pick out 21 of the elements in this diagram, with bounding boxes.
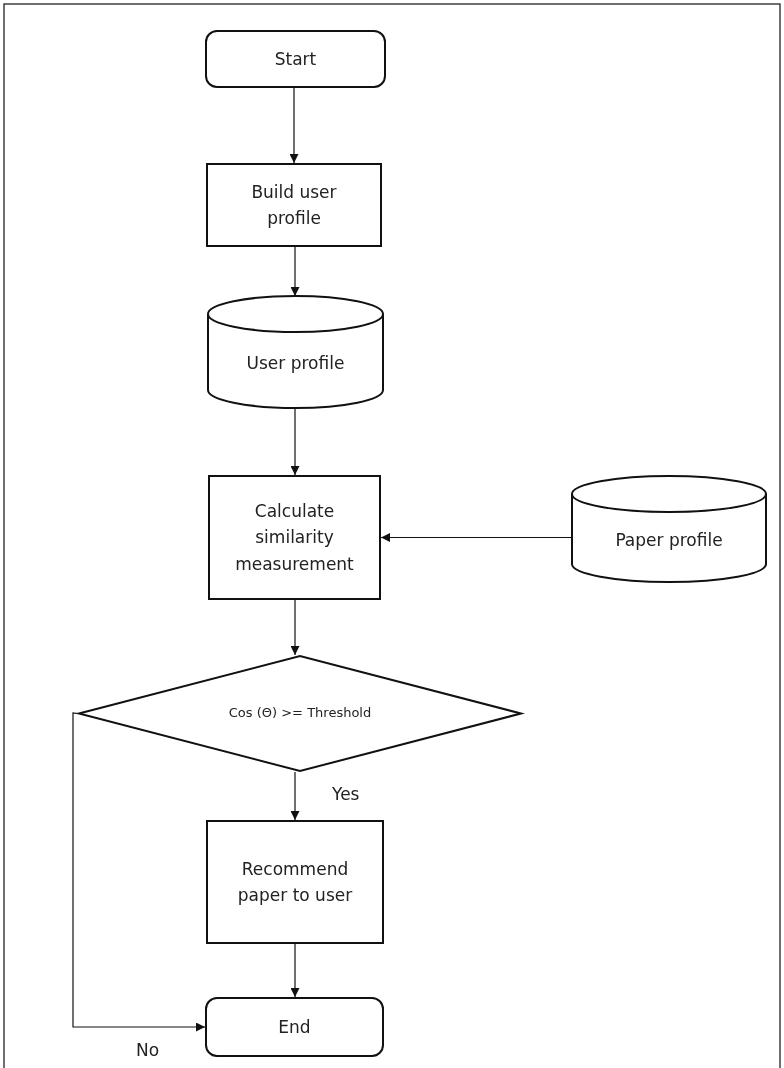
- arrow: [290, 407, 300, 476]
- arrow: [290, 246, 300, 297]
- node-label: Recommend paper to user: [236, 857, 354, 907]
- node-label: Build user profile: [250, 180, 338, 230]
- node-label: End: [278, 1015, 311, 1039]
- arrow: [290, 771, 300, 821]
- node-label: Start: [274, 47, 317, 71]
- node-label: Calculate similarity measurement: [234, 500, 355, 576]
- process-box: [208, 475, 381, 600]
- arrow: [72, 712, 206, 1032]
- process-box: [206, 820, 384, 944]
- arrow: [289, 87, 299, 164]
- arrow: [290, 943, 300, 998]
- terminal-box: [205, 30, 386, 88]
- node-label: User profile: [246, 351, 345, 375]
- arrow: [290, 599, 300, 656]
- node-label: Paper profile: [615, 528, 723, 552]
- arrow: [380, 533, 572, 542]
- terminal-box: [205, 997, 384, 1057]
- process-box: [206, 163, 382, 247]
- node-label: Cos (Θ) >= Threshold: [228, 704, 372, 723]
